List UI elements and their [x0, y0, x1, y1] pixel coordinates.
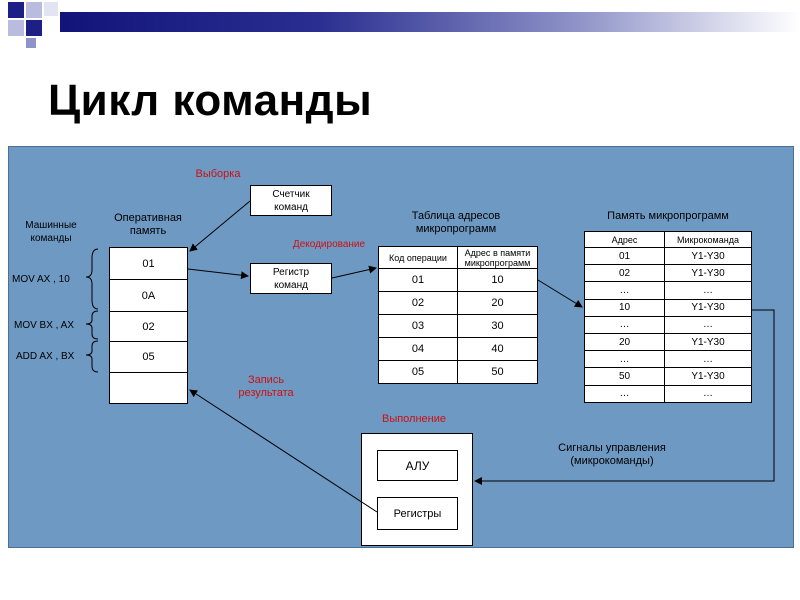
- arrow-decode: [331, 265, 377, 279]
- instruction-register-box: Регистр команд: [250, 263, 332, 294]
- brace: [85, 310, 99, 340]
- arrow-load-register: [187, 268, 249, 280]
- page-title: Цикл команды: [48, 76, 373, 125]
- decode-label: Декодирование: [292, 239, 366, 250]
- address-table-label: Таблица адресов микропрограмм: [411, 210, 501, 235]
- address-table-cell: 50: [457, 360, 538, 384]
- instruction-register-label: Регистр команд: [272, 266, 310, 291]
- micro-memory-cell: …: [664, 384, 752, 403]
- registers-box: Регистры: [377, 497, 458, 530]
- decor-square: [8, 20, 24, 36]
- alu-box: АЛУ: [377, 450, 458, 481]
- arrow-to-microprogram: [537, 279, 583, 308]
- arrow-write-result: [189, 389, 378, 513]
- machine-command: ADD AX , BX: [16, 351, 75, 362]
- execute-label: Выполнение: [381, 413, 447, 425]
- micro-memory-label: Память микропрограмм: [607, 210, 729, 222]
- control-signals-label: Сигналы управления (микрокоманды): [558, 442, 666, 467]
- decor-square: [26, 38, 36, 48]
- arrow-fetch: [189, 200, 251, 252]
- ram-label: Оперативная память: [114, 212, 182, 237]
- machine-command: MOV BX , AX: [14, 320, 75, 331]
- address-table-cell: 03: [378, 314, 458, 338]
- memory-cell: 0A: [109, 279, 188, 312]
- instruction-counter-label: Счетчик команд: [272, 188, 310, 213]
- machine-commands-label: Машинные команды: [25, 220, 77, 244]
- micro-memory-cell: Y1-Y30: [664, 298, 752, 317]
- memory-cell: [109, 372, 188, 404]
- address-table-cell: 01: [378, 268, 458, 292]
- brace: [85, 340, 99, 373]
- header-gradient-bar: [60, 12, 800, 32]
- decor-square: [8, 2, 24, 18]
- registers-label: Регистры: [393, 507, 442, 520]
- decor-square: [26, 20, 42, 36]
- decor-square: [44, 2, 58, 16]
- brace: [85, 248, 99, 310]
- alu-label: АЛУ: [405, 458, 430, 473]
- address-table-cell: 05: [378, 360, 458, 384]
- fetch-label: Выборка: [195, 168, 241, 180]
- address-table-cell: 10: [457, 268, 538, 292]
- address-table-cell: 20: [457, 291, 538, 315]
- instruction-counter-box: Счетчик команд: [250, 185, 332, 216]
- write-result-label: Запись результата: [238, 374, 294, 399]
- decor-square: [26, 2, 42, 18]
- memory-cell: 01: [109, 247, 188, 280]
- arrow-control-signals: [474, 309, 775, 485]
- machine-command: MOV AX , 10: [12, 274, 70, 285]
